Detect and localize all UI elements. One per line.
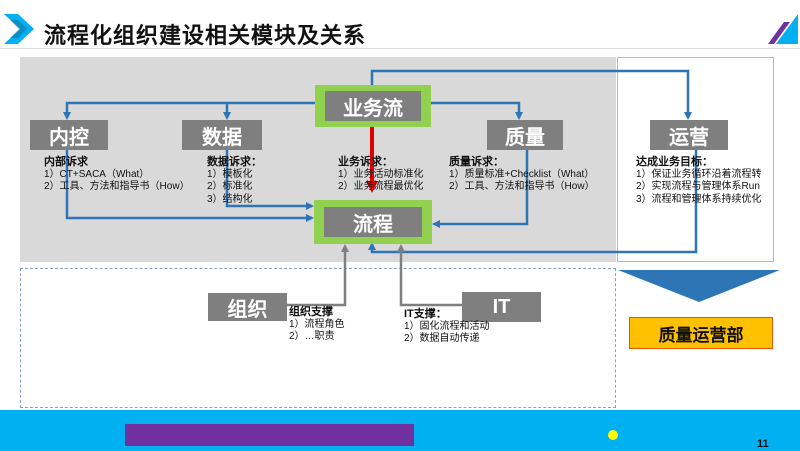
support-connectors [274, 244, 462, 307]
quality-ops-dept-box: 质量运营部 [629, 317, 773, 349]
operations-area [617, 57, 774, 262]
internal-control-requirements: 内部诉求 1）CT+SACA（What） 2）工具、方法和指导书（How） [44, 156, 190, 194]
business-requirements: 业务诉求： 1）业务活动标准化 2）业务流程最优化 [338, 156, 424, 194]
operations-goals: 达成业务目标： 1）保证业务循环沿着流程转 2）实现流程与管理体系Run 3）流… [636, 156, 762, 206]
header-right-accent [768, 14, 798, 44]
req-line: 1）流程角色 [289, 318, 345, 330]
process-inputs [65, 150, 698, 254]
req-heading: 达成业务目标： [636, 156, 713, 168]
req-line: 2）数据自动传递 [404, 333, 480, 344]
req-line: 1）固化流程和活动 [404, 320, 490, 332]
process-node: 流程 [314, 200, 432, 244]
page-title: 流程化组织建设相关模块及关系 [44, 23, 367, 48]
process-label: 流程 [324, 207, 422, 237]
organization-node: 组织 [208, 293, 287, 321]
req-line: 1）模板化 [207, 168, 253, 180]
operations-node: 运营 [650, 120, 728, 150]
footer-purple-band [125, 424, 414, 446]
title-underline [0, 48, 800, 49]
data-node: 数据 [182, 120, 262, 150]
it-node: IT [462, 292, 541, 322]
req-line: 2）业务流程最优化 [338, 181, 424, 192]
support-area [20, 268, 616, 408]
req-line: 1）质量标准+Checklist（What） [449, 168, 595, 180]
req-line: 2）实现流程与管理体系Run [636, 181, 760, 192]
req-heading: IT支撑： [404, 308, 447, 320]
footer-yellow-dot [608, 430, 618, 440]
quality-node: 质量 [487, 120, 563, 150]
req-line: 3）流程和管理体系持续优化 [636, 193, 762, 205]
req-line: 1）保证业务循环沿着流程转 [636, 168, 762, 180]
quality-requirements: 质量诉求： 1）质量标准+Checklist（What） 2）工具、方法和指导书… [449, 156, 595, 194]
it-support: IT支撑： 1）固化流程和活动 2）数据自动传递 [404, 308, 490, 346]
internal-control-node: 内控 [30, 120, 108, 150]
req-line: 2）工具、方法和指导书（How） [44, 181, 190, 192]
req-line: 3）结构化 [207, 193, 253, 205]
req-heading: 业务诉求： [338, 156, 393, 168]
req-heading: 质量诉求： [449, 156, 504, 168]
data-requirements: 数据诉求： 1）模板化 2）标准化 3）结构化 [207, 156, 262, 206]
req-heading: 内部诉求 [44, 156, 88, 168]
req-line: 2）标准化 [207, 181, 253, 192]
page-number: 11 [757, 438, 769, 450]
req-line: 2）工具、方法和指导书（How） [449, 181, 595, 192]
business-flow-node: 业务流 [315, 85, 431, 127]
req-line: 1）业务活动标准化 [338, 168, 424, 180]
req-line: 1）CT+SACA（What） [44, 168, 150, 180]
req-heading: 组织支撑 [289, 306, 333, 318]
business-flow-label: 业务流 [325, 91, 421, 121]
business-flow-branches [63, 69, 692, 120]
header-left-accent [4, 14, 34, 44]
req-line: 2）…职责 [289, 331, 335, 342]
req-heading: 数据诉求： [207, 156, 262, 168]
organization-support: 组织支撑 1）流程角色 2）…职责 [289, 306, 345, 344]
down-chevron-arrow [618, 270, 780, 302]
